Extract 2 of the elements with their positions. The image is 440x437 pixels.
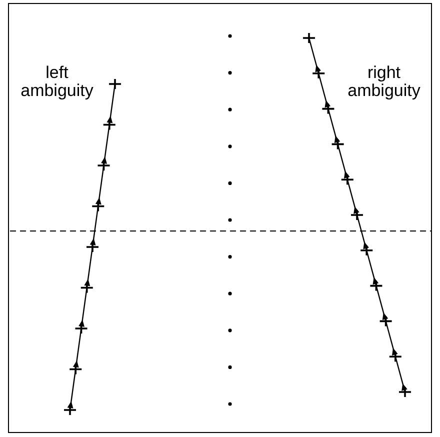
track-label: left ambiguity: [20, 64, 94, 100]
track-label: right ambiguity: [346, 64, 422, 100]
